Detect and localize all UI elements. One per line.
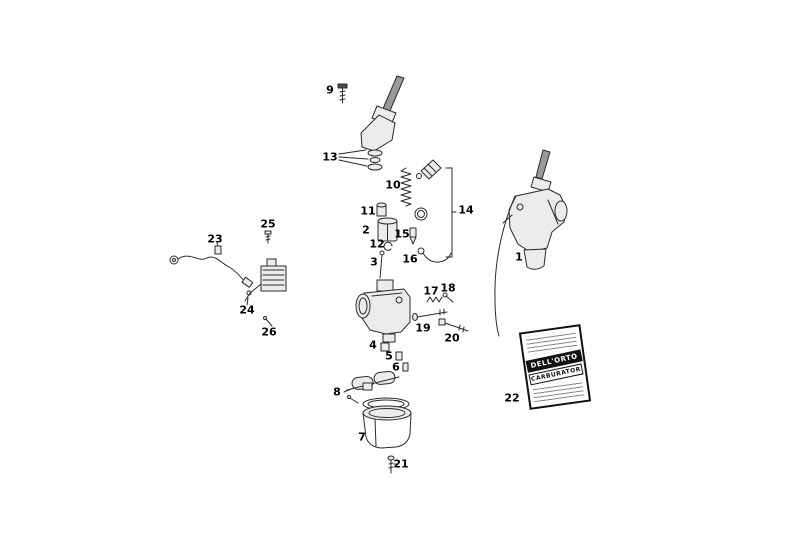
screw-25-art: [264, 230, 272, 244]
throttle-spring-art: [400, 167, 412, 207]
spring-17-art: [426, 296, 443, 303]
screw-18-art: [442, 292, 454, 303]
screw-19-art: [412, 308, 448, 321]
float-assembly-art: [343, 370, 400, 404]
screw-26-art: [263, 316, 273, 327]
spacer-art: [376, 202, 387, 217]
dellorto-sticker: DELL'ORTO CARBURATOR: [518, 324, 592, 410]
starter-unit-art: [244, 258, 287, 306]
float-needle-art: [409, 227, 417, 245]
cable-23-art: [169, 242, 254, 288]
drain-screw-art: [387, 455, 398, 474]
complete-carburetor-art: [494, 149, 568, 337]
float-bowl-art: [362, 405, 412, 449]
needle-clip-art: [383, 241, 393, 251]
jet-needle-art: [379, 250, 385, 279]
screw-9-art: [337, 83, 348, 104]
bolt-20-art: [438, 318, 469, 333]
needle-valve-assembly-art: [414, 159, 442, 221]
cable-elbow-art: [338, 75, 405, 171]
jet-stack-art: [380, 342, 409, 372]
bracket-14-art: [445, 167, 457, 258]
carb-body-art: [355, 279, 411, 343]
throttle-slide-art: [377, 217, 398, 242]
float-arm-art: [417, 247, 452, 263]
